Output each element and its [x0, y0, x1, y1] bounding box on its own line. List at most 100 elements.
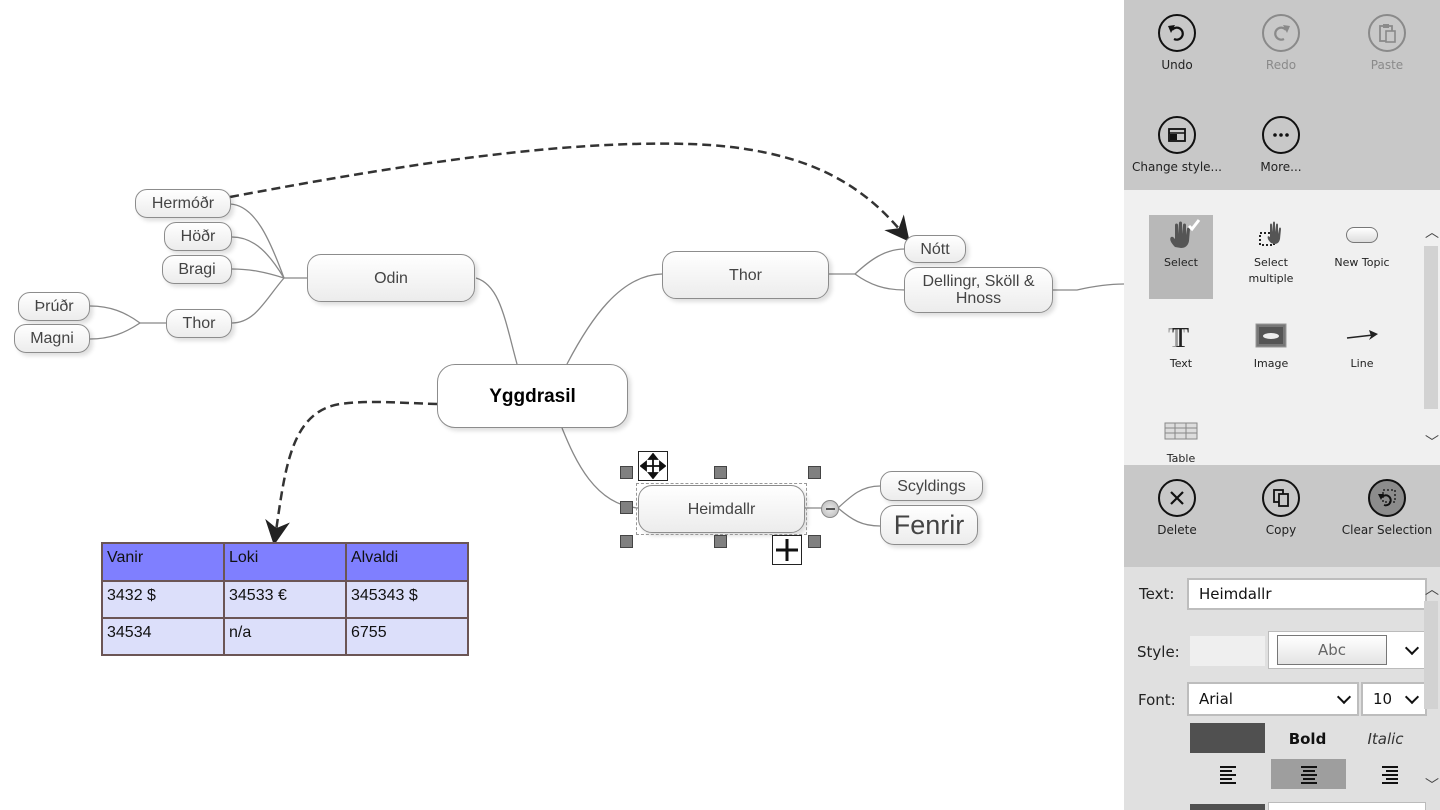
tool-table[interactable]: Table [1149, 411, 1213, 465]
table-cell[interactable]: 34534 [101, 617, 225, 656]
text-color-swatch[interactable] [1190, 723, 1265, 753]
copy-button[interactable]: Copy [1228, 479, 1334, 537]
scrollbar-thumb[interactable] [1424, 246, 1438, 409]
font-size-select[interactable]: 10 [1361, 682, 1427, 716]
properties-panel: Text: Heimdallr Style: Abc Font: Arial 1… [1124, 567, 1440, 810]
topic-dellingr[interactable]: Dellingr, Sköll & Hnoss [904, 267, 1053, 313]
move-handle[interactable] [638, 451, 668, 481]
tool-palette-scrollbar[interactable]: ︿ ﹀ [1422, 210, 1440, 465]
redo-button[interactable]: Redo [1228, 14, 1334, 72]
tool-line-label: Line [1350, 357, 1374, 370]
tool-line[interactable]: Line [1330, 316, 1394, 372]
undo-icon [1168, 25, 1184, 41]
topic-bragi[interactable]: Bragi [162, 255, 232, 284]
delete-button[interactable]: Delete [1124, 479, 1230, 537]
align-left-button[interactable] [1190, 759, 1265, 789]
resize-handle-w[interactable] [620, 501, 633, 514]
minus-icon [825, 508, 835, 510]
collapse-toggle[interactable] [821, 500, 839, 518]
mindmap-canvas[interactable]: Odin Hermóðr Höðr Bragi Thor Þrúðr Magni… [0, 0, 1124, 810]
tool-select[interactable]: Select [1149, 215, 1213, 299]
table-row: 34534 n/a 6755 [101, 617, 469, 656]
scroll-down-icon[interactable]: ﹀ [1425, 435, 1439, 451]
resize-handle-se[interactable] [808, 535, 821, 548]
text-input[interactable]: Heimdallr [1187, 578, 1427, 610]
clear-selection-label: Clear Selection [1341, 523, 1433, 537]
chevron-down-icon [1404, 640, 1420, 656]
table-cell[interactable]: n/a [223, 617, 347, 656]
table-header-cell[interactable]: Vanir [101, 542, 225, 582]
delete-label: Delete [1157, 523, 1197, 537]
side-panel: Undo Redo Paste Change style... More... … [1124, 0, 1440, 810]
tool-new-topic[interactable]: New Topic [1330, 215, 1394, 271]
chevron-down-icon [1404, 689, 1420, 705]
table-icon [1164, 422, 1198, 440]
topic-heimdallr[interactable]: Heimdallr [638, 485, 805, 533]
resize-handle-sw[interactable] [620, 535, 633, 548]
line-color-swatch[interactable] [1190, 804, 1265, 810]
bold-toggle[interactable]: Bold [1288, 730, 1327, 748]
change-style-button[interactable]: Change style... [1124, 116, 1230, 174]
table-cell[interactable]: 3432 $ [101, 580, 225, 619]
table-header-cell[interactable]: Alvaldi [345, 542, 469, 582]
hand-pointer-icon [1170, 219, 1201, 248]
tool-new-topic-label: New Topic [1334, 256, 1390, 269]
paste-button[interactable]: Paste [1334, 14, 1440, 72]
scroll-down-icon[interactable]: ﹀ [1425, 778, 1439, 794]
font-select[interactable]: Arial [1187, 682, 1359, 716]
clear-selection-button[interactable]: Clear Selection [1334, 479, 1440, 537]
resize-handle-ne[interactable] [808, 466, 821, 479]
svg-text:T: T [1168, 323, 1185, 351]
font-size-value: 10 [1373, 690, 1393, 708]
scroll-up-icon[interactable]: ︿ [1425, 225, 1439, 241]
scroll-up-icon[interactable]: ︿ [1425, 582, 1439, 598]
table-header-cell[interactable]: Loki [223, 542, 347, 582]
connector-nott [854, 248, 906, 275]
topic-nott[interactable]: Nótt [904, 235, 966, 263]
table-cell[interactable]: 34533 € [223, 580, 347, 619]
style-swatch[interactable] [1190, 636, 1265, 666]
resize-handle-nw[interactable] [620, 466, 633, 479]
tool-select-multiple[interactable]: Select multiple [1239, 215, 1303, 287]
topic-root[interactable]: Yggdrasil [437, 364, 628, 428]
paste-icon [1379, 24, 1396, 43]
align-right-button[interactable] [1352, 759, 1427, 789]
tool-image[interactable]: Image [1239, 316, 1303, 372]
connector-hermodr [229, 203, 285, 279]
connector-fenrir [837, 507, 881, 527]
italic-toggle[interactable]: Italic [1367, 730, 1404, 748]
more-button[interactable]: More... [1228, 116, 1334, 174]
text-label: Text: [1139, 585, 1175, 603]
properties-scrollbar[interactable]: ︿ ﹀ [1422, 575, 1440, 810]
paste-label: Paste [1370, 58, 1404, 72]
mindmap-table[interactable]: Vanir Loki Alvaldi 3432 $ 34533 € 345343… [101, 542, 469, 656]
align-center-button[interactable] [1271, 759, 1346, 789]
topic-magni[interactable]: Magni [14, 324, 90, 353]
connector-dellingr [854, 273, 906, 291]
table-cell[interactable]: 345343 $ [345, 580, 469, 619]
topic-hodr[interactable]: Höðr [164, 222, 232, 251]
add-child-button[interactable] [772, 535, 802, 565]
move-icon [640, 453, 666, 479]
image-icon [1255, 323, 1287, 348]
topic-scyldings[interactable]: Scyldings [880, 471, 983, 501]
change-style-label: Change style... [1132, 160, 1222, 174]
tool-select-multiple-label: Select multiple [1248, 256, 1294, 285]
connector-root-thor [566, 273, 663, 365]
resize-handle-s[interactable] [714, 535, 727, 548]
resize-handle-n[interactable] [714, 466, 727, 479]
topic-thrudr[interactable]: Þrúðr [18, 292, 90, 321]
topic-fenrir[interactable]: Fenrir [880, 505, 978, 545]
line-style-field[interactable] [1268, 802, 1426, 810]
table-cell[interactable]: 6755 [345, 617, 469, 656]
topic-hermodr[interactable]: Hermóðr [135, 189, 231, 218]
topic-thor[interactable]: Thor [662, 251, 829, 299]
style-dropdown[interactable]: Abc [1268, 631, 1426, 669]
undo-button[interactable]: Undo [1124, 14, 1230, 72]
scrollbar-thumb[interactable] [1424, 601, 1438, 709]
tool-text-label: Text [1169, 357, 1193, 370]
topic-odin[interactable]: Odin [307, 254, 475, 302]
topic-thor-child[interactable]: Thor [166, 309, 232, 338]
selection-command-bar: Delete Copy Clear Selection [1124, 465, 1440, 567]
